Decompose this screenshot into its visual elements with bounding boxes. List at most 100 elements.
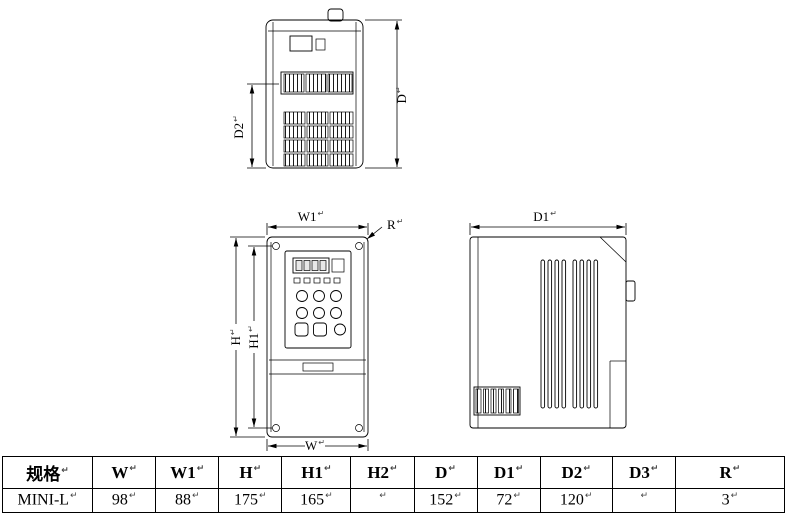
return-mark: ↵ — [550, 209, 557, 218]
cell-d-value: 152 — [429, 491, 454, 509]
dim-depth-D1: D1↵ — [469, 209, 627, 235]
return-mark: ↵ — [246, 325, 255, 332]
return-mark: ↵ — [513, 491, 521, 502]
col-header-d3: D3↵ — [611, 455, 676, 490]
col-header-d2: D2↵ — [539, 455, 613, 490]
dim-height-H1: H1↵ — [246, 245, 272, 429]
dim-label-h-text: H — [228, 336, 243, 345]
dim-width-W: W↵ — [266, 438, 369, 453]
keypad-led — [331, 258, 345, 273]
dim-label-w1-text: W1 — [298, 209, 317, 224]
return-mark: ↵ — [454, 491, 462, 502]
return-mark: ↵ — [259, 491, 267, 502]
dim-label-w-text: W — [305, 438, 318, 453]
front-cover-seam — [269, 359, 366, 375]
heatsink-vents — [540, 259, 599, 409]
side-view: D1↵ — [469, 209, 636, 429]
top-view-component — [289, 35, 313, 52]
col-header-w: W↵ — [92, 455, 157, 490]
mounting-tab — [625, 280, 636, 302]
col-header-w-label: W — [111, 462, 129, 482]
table-row-mini-l: MINI-L↵ 98↵ 88↵ 175↵ 165↵ ↵ 152↵ 72↵ 120… — [1, 488, 786, 513]
side-view-body — [469, 236, 627, 429]
return-mark: ↵ — [323, 463, 332, 474]
col-header-h2: H2↵ — [350, 455, 415, 490]
dim-label-d-text: D — [394, 94, 409, 103]
return-mark: ↵ — [515, 463, 524, 474]
cell-d: 152↵ — [413, 488, 478, 513]
cell-model: MINI-L↵ — [1, 488, 94, 513]
cell-h: 175↵ — [218, 488, 283, 513]
cell-d2-value: 120 — [559, 491, 584, 509]
col-header-d3-label: D3 — [629, 462, 650, 482]
front-view: W1↵ R↵ H↵ H1↵ W↵ — [228, 209, 403, 453]
cell-model-value: MINI-L — [17, 491, 70, 509]
col-header-d: D↵ — [413, 455, 478, 490]
col-header-h-label: H — [239, 462, 253, 482]
keypad-run-key — [294, 322, 309, 337]
return-mark: ↵ — [390, 463, 398, 474]
return-mark: ↵ — [394, 86, 403, 93]
table-header-row: 规格↵ W↵ W1↵ H↵ H1↵ H2↵ D↵ D1↵ D2↵ D3↵ R↵ — [1, 455, 786, 490]
dim-width-W1: W1↵ — [266, 209, 369, 235]
col-header-d2-label: D2 — [561, 462, 583, 482]
return-mark: ↵ — [584, 491, 593, 502]
dimension-drawing: D↵ D2↵ — [228, 8, 636, 453]
front-view-body — [266, 236, 369, 438]
dim-label-h1: H1↵ — [246, 325, 261, 349]
col-header-r-label: R — [719, 462, 732, 482]
cell-w1-value: 88 — [174, 491, 191, 509]
keypad-button — [330, 307, 342, 319]
cell-w: 98↵ — [92, 488, 157, 513]
mount-screw-bottom-right — [355, 424, 363, 432]
cell-w-value: 98 — [111, 491, 128, 509]
return-mark: ↵ — [583, 463, 591, 474]
return-mark: ↵ — [191, 491, 200, 502]
top-view-terminal-strip — [280, 71, 354, 95]
return-mark: ↵ — [253, 463, 262, 474]
col-header-r: R↵ — [674, 455, 786, 490]
return-mark: ↵ — [397, 217, 404, 226]
return-mark: ↵ — [196, 463, 205, 474]
col-header-h: H↵ — [218, 455, 283, 490]
col-header-h1-label: H1 — [301, 462, 323, 482]
return-mark: ↵ — [732, 463, 741, 474]
keypad-knob — [334, 323, 346, 336]
dimension-table: 规格↵ W↵ W1↵ H↵ H1↵ H2↵ D↵ D1↵ D2↵ D3↵ R↵ … — [1, 455, 786, 513]
return-mark: ↵ — [379, 491, 387, 502]
col-header-d1-label: D1 — [493, 462, 515, 482]
keypad-button — [330, 290, 342, 302]
return-mark: ↵ — [325, 491, 333, 502]
col-header-spec-label: 规格 — [26, 465, 61, 485]
keypad-display — [292, 257, 330, 274]
brand-plate — [302, 362, 334, 372]
cell-d2: 120↵ — [539, 488, 613, 513]
col-header-d-label: D — [435, 462, 448, 482]
col-header-d1: D1↵ — [476, 455, 541, 490]
dim-label-r: R↵ — [387, 217, 403, 232]
top-view: D↵ D2↵ — [231, 8, 409, 169]
cell-d3: ↵ — [611, 488, 676, 513]
return-mark: ↵ — [650, 463, 659, 474]
top-view-cable-gland — [327, 8, 344, 22]
cell-r-value: 3 — [721, 491, 730, 509]
keypad-panel — [284, 250, 352, 349]
col-header-spec: 规格↵ — [1, 455, 94, 490]
col-header-h1: H1↵ — [281, 455, 352, 490]
dim-depth-D: D↵ — [365, 19, 409, 169]
return-mark: ↵ — [448, 463, 456, 474]
cell-h-value: 175 — [234, 491, 259, 509]
top-view-body — [265, 19, 364, 169]
mount-screw-top-left — [272, 242, 280, 250]
return-mark: ↵ — [61, 466, 69, 477]
keypad-button — [296, 307, 308, 319]
return-mark: ↵ — [228, 328, 237, 335]
dim-label-d1: D1↵ — [533, 209, 557, 224]
cell-h1: 165↵ — [281, 488, 352, 513]
dim-label-d2-text: D2 — [231, 123, 246, 139]
cell-h2: ↵ — [350, 488, 415, 513]
col-header-w1: W1↵ — [155, 455, 220, 490]
dim-label-d2: D2↵ — [231, 115, 246, 139]
dim-label-r-text: R — [387, 217, 396, 232]
return-mark: ↵ — [318, 209, 325, 218]
